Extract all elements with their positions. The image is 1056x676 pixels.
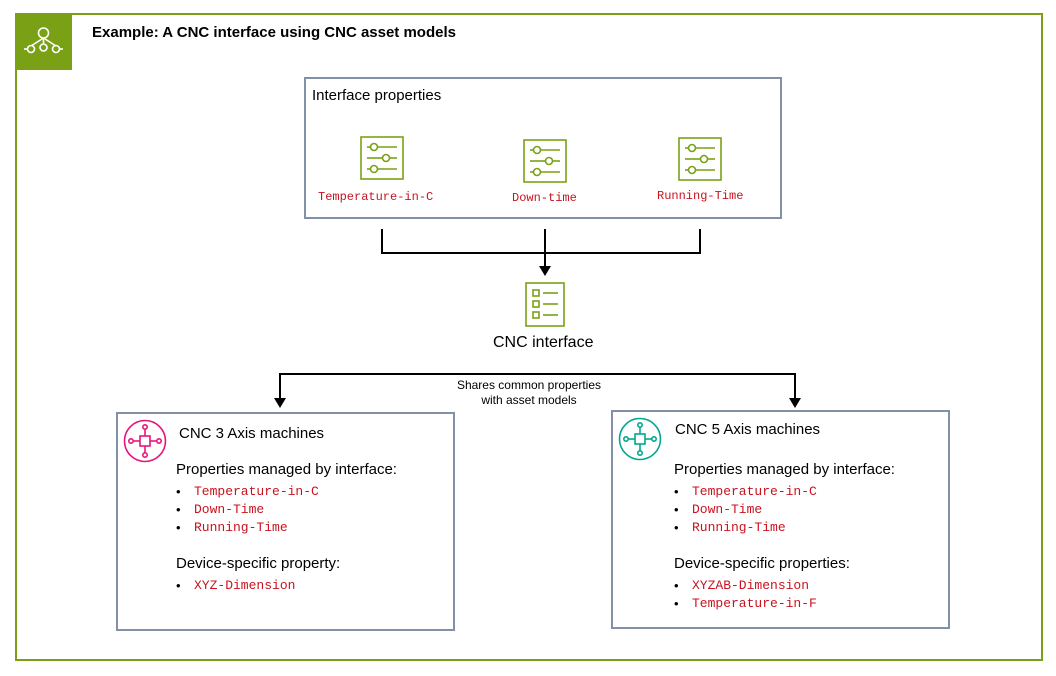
sliders-icon [523,139,567,183]
interface-property-label: Temperature-in-C [318,190,434,204]
shares-note-line: Shares common properties [456,378,602,392]
list-item: Down-Time [674,501,817,519]
cnc-interface-label: CNC interface [493,334,594,351]
diagram-frame [15,13,1043,661]
machine-title: CNC 5 Axis machines [675,421,821,438]
specific-properties-heading: Device-specific properties: [674,555,850,572]
machine-title: CNC 3 Axis machines [179,425,325,442]
managed-properties-list: Temperature-in-C Down-Time Running-Time [674,483,817,537]
checklist-icon [525,282,565,327]
iot-network-icon [24,27,63,54]
asset-model-icon [123,419,167,463]
list-item: Running-Time [176,519,319,537]
list-item: XYZ-Dimension [176,577,295,595]
interface-property-label: Down-time [512,191,577,205]
interface-properties-heading: Interface properties [312,87,442,104]
list-item: Temperature-in-C [176,483,319,501]
managed-properties-list: Temperature-in-C Down-Time Running-Time [176,483,319,537]
specific-properties-list: XYZAB-Dimension Temperature-in-F [674,577,817,613]
shares-note: Shares common properties with asset mode… [444,378,614,408]
list-item: Running-Time [674,519,817,537]
asset-model-icon [618,417,662,461]
diagram-title: Example: A CNC interface using CNC asset… [92,24,456,41]
specific-properties-heading: Device-specific property: [176,555,341,572]
managed-properties-heading: Properties managed by interface: [674,461,895,478]
iot-badge [15,13,72,70]
list-item: XYZAB-Dimension [674,577,817,595]
list-item: Temperature-in-F [674,595,817,613]
sliders-icon [360,136,404,180]
list-item: Down-Time [176,501,319,519]
interface-property-label: Running-Time [657,189,744,203]
list-item: Temperature-in-C [674,483,817,501]
managed-properties-heading: Properties managed by interface: [176,461,397,478]
specific-properties-list: XYZ-Dimension [176,577,295,595]
shares-note-line: with asset models [481,393,577,407]
sliders-icon [678,137,722,181]
